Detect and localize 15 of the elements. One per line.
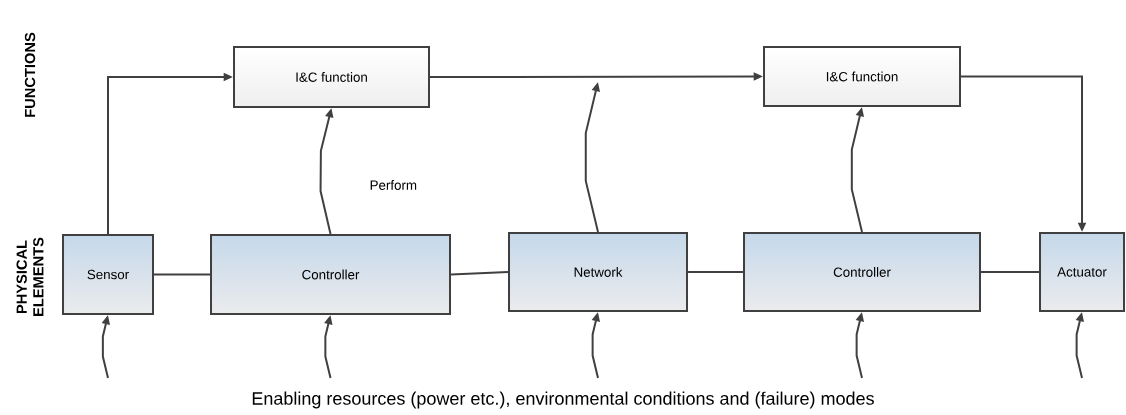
edge-label: Perform [368, 178, 419, 192]
connector-line [980, 271, 1040, 273]
function-box: I&C function [763, 46, 961, 107]
section-label: FUNCTIONS [24, 32, 36, 117]
connector-line [687, 271, 744, 273]
component-box: Sensor [62, 234, 154, 315]
section-label: PHYSICAL ELEMENTS [16, 237, 44, 316]
connector-line [153, 273, 211, 276]
note-text: Enabling resources (power etc.), environmental conditions and (failure) modes [252, 391, 874, 409]
component-box: Controller [743, 232, 981, 312]
component-box: Controller [210, 234, 451, 315]
component-box: Network [508, 232, 688, 312]
function-box: I&C function [233, 46, 430, 108]
component-box: Actuator [1039, 232, 1125, 312]
connector-line [450, 271, 509, 276]
